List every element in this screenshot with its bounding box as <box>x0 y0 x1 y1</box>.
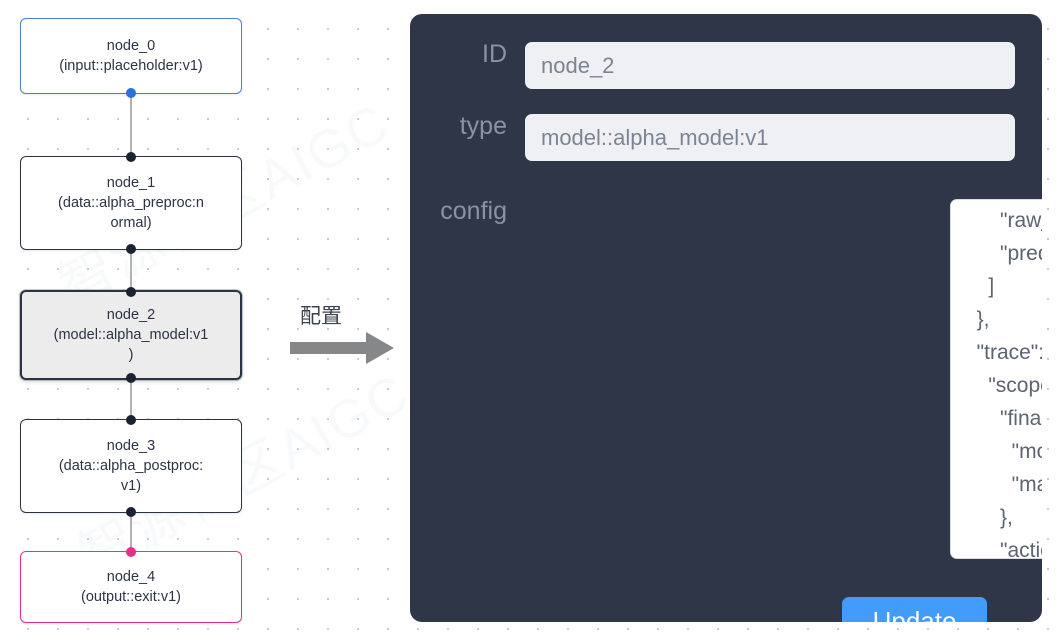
graph-node-node_1[interactable]: node_1 (data::alpha_preproc:n ormal) <box>20 152 242 254</box>
node-label-line: (output::exit:v1) <box>81 589 181 605</box>
graph-edge-2-3 <box>130 380 132 419</box>
node-label-line: node_1 <box>106 175 156 191</box>
config-textarea[interactable] <box>950 199 1042 559</box>
graph-node-node_0[interactable]: node_0 (input::placeholder:v1) <box>20 18 242 98</box>
node-handle-top[interactable] <box>126 287 136 297</box>
graph-node-node_4[interactable]: node_4 (output::exit:v1) <box>20 547 242 623</box>
node-label-line: ) <box>128 347 134 363</box>
node-label-line: (model::alpha_model:v1 <box>53 327 209 343</box>
node-handle-bottom[interactable] <box>126 88 136 98</box>
id-input[interactable] <box>525 42 1015 89</box>
node-label-line: (data::alpha_preproc:n <box>58 195 204 211</box>
node-handle-bottom[interactable] <box>126 507 136 517</box>
node-label-line: (input::placeholder:v1) <box>59 58 203 74</box>
graph-node-node_3[interactable]: node_3 (data::alpha_postproc: v1) <box>20 415 242 517</box>
graph-edge-3-4 <box>130 513 132 551</box>
graph-node-node_2[interactable]: node_2 (model::alpha_model:v1 ) <box>20 287 242 383</box>
field-row-config: config <box>410 199 525 224</box>
config-textarea-wrap <box>950 199 1042 559</box>
node-handle-bottom[interactable] <box>126 373 136 383</box>
node-label-line: node_4 <box>106 569 156 585</box>
node-label-line: node_2 <box>106 307 156 323</box>
node-handle-top[interactable] <box>126 547 136 557</box>
arrow-caption: 配置 <box>300 304 342 328</box>
node-handle-bottom[interactable] <box>126 244 136 254</box>
node-label-line: node_0 <box>106 38 156 54</box>
node-handle-top[interactable] <box>126 152 136 162</box>
node-label-line: node_3 <box>106 438 156 454</box>
field-row-type: type <box>410 114 1015 161</box>
flow-arrow-icon <box>290 332 394 364</box>
node-label-line: ormal) <box>110 215 152 231</box>
graph-edge-0-1 <box>130 94 132 156</box>
field-row-id: ID <box>410 42 1015 89</box>
config-label: config <box>440 197 507 225</box>
update-button[interactable]: Update <box>842 597 987 622</box>
node-label-line: (data::alpha_postproc: <box>58 458 204 474</box>
type-label: type <box>459 112 507 140</box>
config-panel: ID type config Update <box>410 14 1042 622</box>
type-input[interactable] <box>525 114 1015 161</box>
graph-edge-1-2 <box>130 250 132 290</box>
id-label: ID <box>482 40 507 68</box>
node-handle-top[interactable] <box>126 415 136 425</box>
node-label-line: v1) <box>120 478 142 494</box>
